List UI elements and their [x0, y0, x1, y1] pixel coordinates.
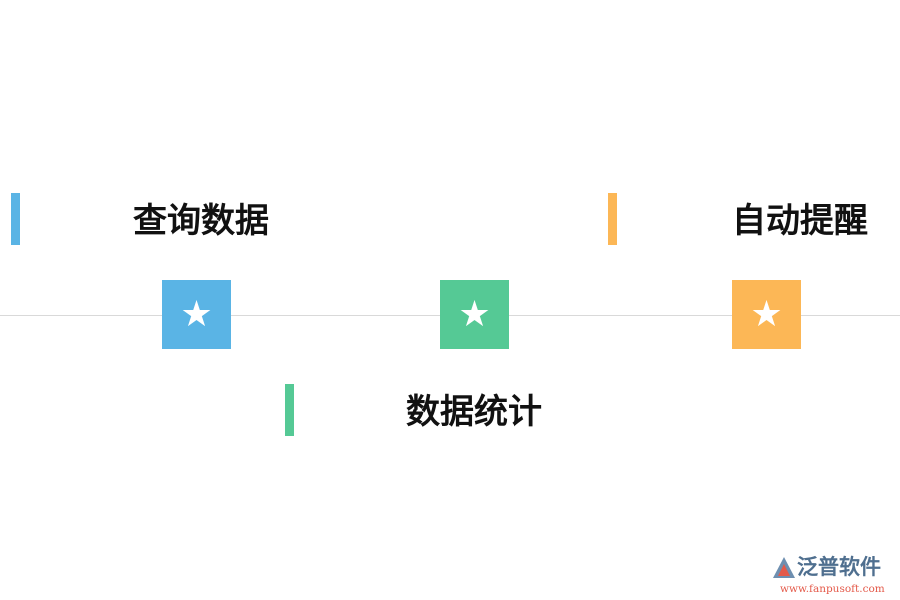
label-text: 查询数据 [133, 201, 269, 241]
brand-name: 泛普软件 [797, 555, 881, 579]
star-icon: ★ [750, 293, 783, 335]
node-data-statistics: ★ [440, 280, 509, 349]
label-text: 数据统计 [406, 392, 542, 432]
label-accent-bar [285, 384, 294, 436]
fanpu-logo-icon [773, 557, 795, 578]
node-query-data: ★ [162, 280, 231, 349]
brand-url: www.fanpusoft.com [780, 583, 885, 595]
label-accent-bar [11, 193, 20, 245]
label-accent-bar [608, 193, 617, 245]
brand-logo: 泛普软件 www.fanpusoft.com [770, 553, 892, 597]
label-text: 自动提醒 [732, 201, 868, 241]
node-auto-reminder: ★ [732, 280, 801, 349]
star-icon: ★ [458, 293, 491, 335]
star-icon: ★ [180, 293, 213, 335]
